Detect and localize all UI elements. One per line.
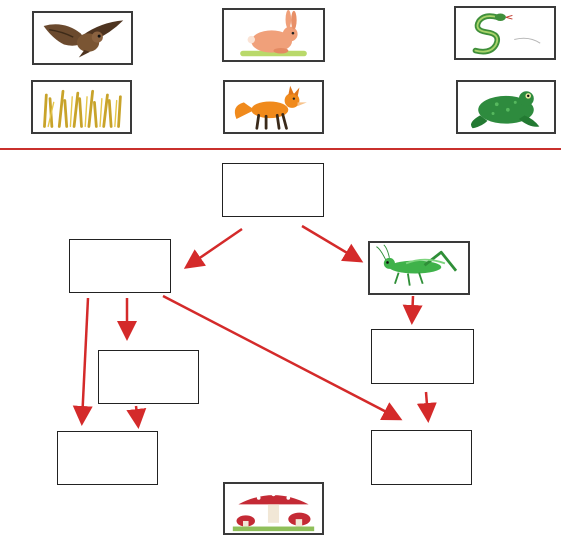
arrow-right-middle-to-bottom-right xyxy=(416,391,437,423)
fox-icon xyxy=(227,82,320,132)
arrow-top-to-left xyxy=(183,227,243,269)
mushroom-picture xyxy=(223,482,324,535)
arrow-top-to-grasshopper xyxy=(301,224,364,263)
fox-picture xyxy=(223,80,324,134)
right-middle-blank-box[interactable] xyxy=(371,329,474,384)
grass-picture xyxy=(31,80,132,134)
grasshopper-icon xyxy=(372,243,466,293)
left-blank-box[interactable] xyxy=(69,239,171,293)
arrow-grasshopper-to-right-middle xyxy=(402,295,423,325)
grasshopper-picture xyxy=(368,241,470,295)
top-blank-box[interactable] xyxy=(222,163,324,217)
owl-picture xyxy=(32,11,133,65)
bottom-left-blank-box[interactable] xyxy=(57,431,158,485)
snake-picture xyxy=(454,6,556,60)
frog-icon xyxy=(459,82,553,132)
mushroom-icon xyxy=(227,484,320,533)
grass-icon xyxy=(35,82,128,132)
rabbit-icon xyxy=(227,10,320,60)
arrow-middle-to-bottom-left xyxy=(126,405,147,429)
snake-icon xyxy=(458,8,552,58)
frog-picture xyxy=(456,80,556,134)
middle-blank-box[interactable] xyxy=(98,350,199,404)
rabbit-picture xyxy=(222,8,325,62)
owl-icon xyxy=(36,13,129,63)
divider-line xyxy=(0,148,561,150)
arrow-left-to-bottom-left xyxy=(72,297,93,426)
bottom-right-blank-box[interactable] xyxy=(371,430,472,485)
